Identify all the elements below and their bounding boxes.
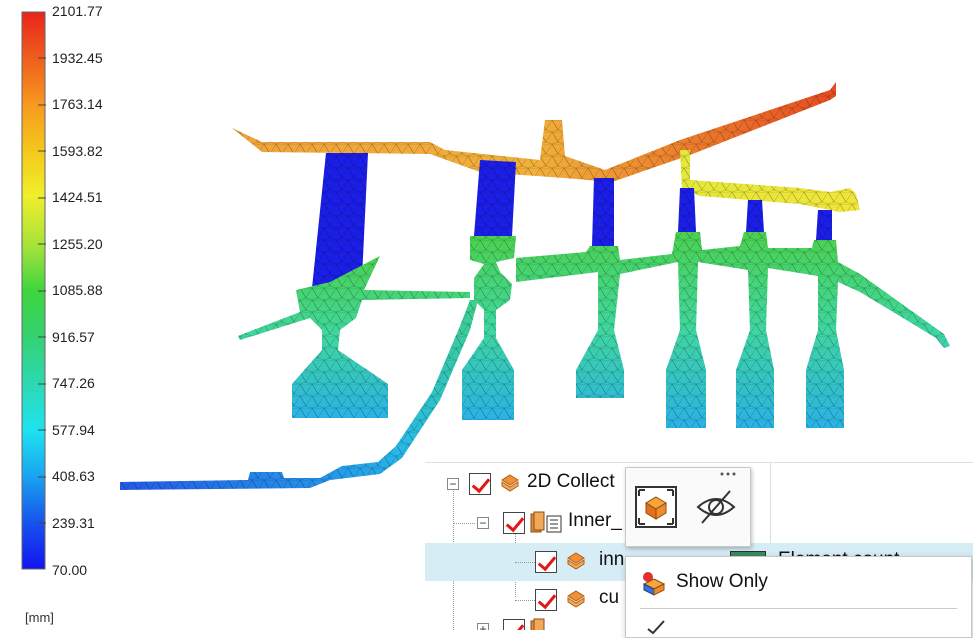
more-icon[interactable] xyxy=(718,470,742,478)
legend-value: 2101.77 xyxy=(52,3,103,19)
mesh-icon xyxy=(567,590,585,608)
legend-value: 916.57 xyxy=(52,329,95,345)
collapse-icon[interactable]: − xyxy=(477,517,489,529)
legend-value: 1932.45 xyxy=(52,50,103,66)
tree-row-cu[interactable]: cu xyxy=(425,581,973,619)
legend-value: 1255.20 xyxy=(52,236,103,252)
hide-eye-icon[interactable] xyxy=(694,485,738,529)
legend-value: 1424.51 xyxy=(52,189,103,205)
tree-node-label: cu xyxy=(599,587,620,608)
tree-row-collection[interactable]: − 2D Collect xyxy=(425,465,973,503)
collection-icon xyxy=(501,474,519,492)
menu-separator xyxy=(640,608,957,609)
expand-icon[interactable]: + xyxy=(477,623,489,630)
tree-node-label: 2D Collect xyxy=(527,471,615,492)
part-group-icon xyxy=(530,618,545,630)
visibility-checkbox[interactable] xyxy=(469,473,491,495)
legend-unit: [mm] xyxy=(25,610,54,625)
show-only-icon xyxy=(642,572,666,596)
tree-row-partial[interactable]: + xyxy=(425,618,973,630)
legend-value: 70.00 xyxy=(52,562,88,578)
tree-node-label: inn xyxy=(599,549,625,570)
legend-value: 1593.82 xyxy=(52,143,103,159)
tree-row-inner[interactable]: − Inner_ xyxy=(425,504,973,542)
outer-casing xyxy=(232,82,836,182)
blades xyxy=(312,153,832,288)
zoom-to-fit-icon[interactable] xyxy=(634,485,678,529)
legend-value: 747.26 xyxy=(52,375,95,391)
rotor-disks xyxy=(238,232,950,428)
show-only-menu-item[interactable]: Show Only xyxy=(626,565,971,601)
legend-value: 239.31 xyxy=(52,515,95,531)
context-menu: Show Only xyxy=(625,556,972,638)
hover-toolbar xyxy=(625,467,751,547)
check-icon xyxy=(647,620,665,635)
shroud xyxy=(680,150,860,212)
show-only-label: Show Only xyxy=(676,571,768,592)
tree-node-label: Inner_ xyxy=(568,510,622,531)
legend-value: 408.63 xyxy=(52,468,95,484)
visibility-checkbox[interactable] xyxy=(503,512,525,534)
tree-line xyxy=(453,523,475,525)
part-group-icon xyxy=(530,511,562,533)
visibility-checkbox[interactable] xyxy=(503,619,525,630)
visibility-checkbox[interactable] xyxy=(535,551,557,573)
mesh-icon xyxy=(567,552,585,570)
collapse-icon[interactable]: − xyxy=(447,478,459,490)
legend-value: 1085.88 xyxy=(52,282,103,298)
legend-value: 577.94 xyxy=(52,422,95,438)
visibility-checkbox[interactable] xyxy=(535,589,557,611)
legend-ticks xyxy=(38,57,46,524)
legend-value: 1763.14 xyxy=(52,96,103,112)
tree-line xyxy=(515,562,535,564)
tree-line xyxy=(515,600,535,602)
